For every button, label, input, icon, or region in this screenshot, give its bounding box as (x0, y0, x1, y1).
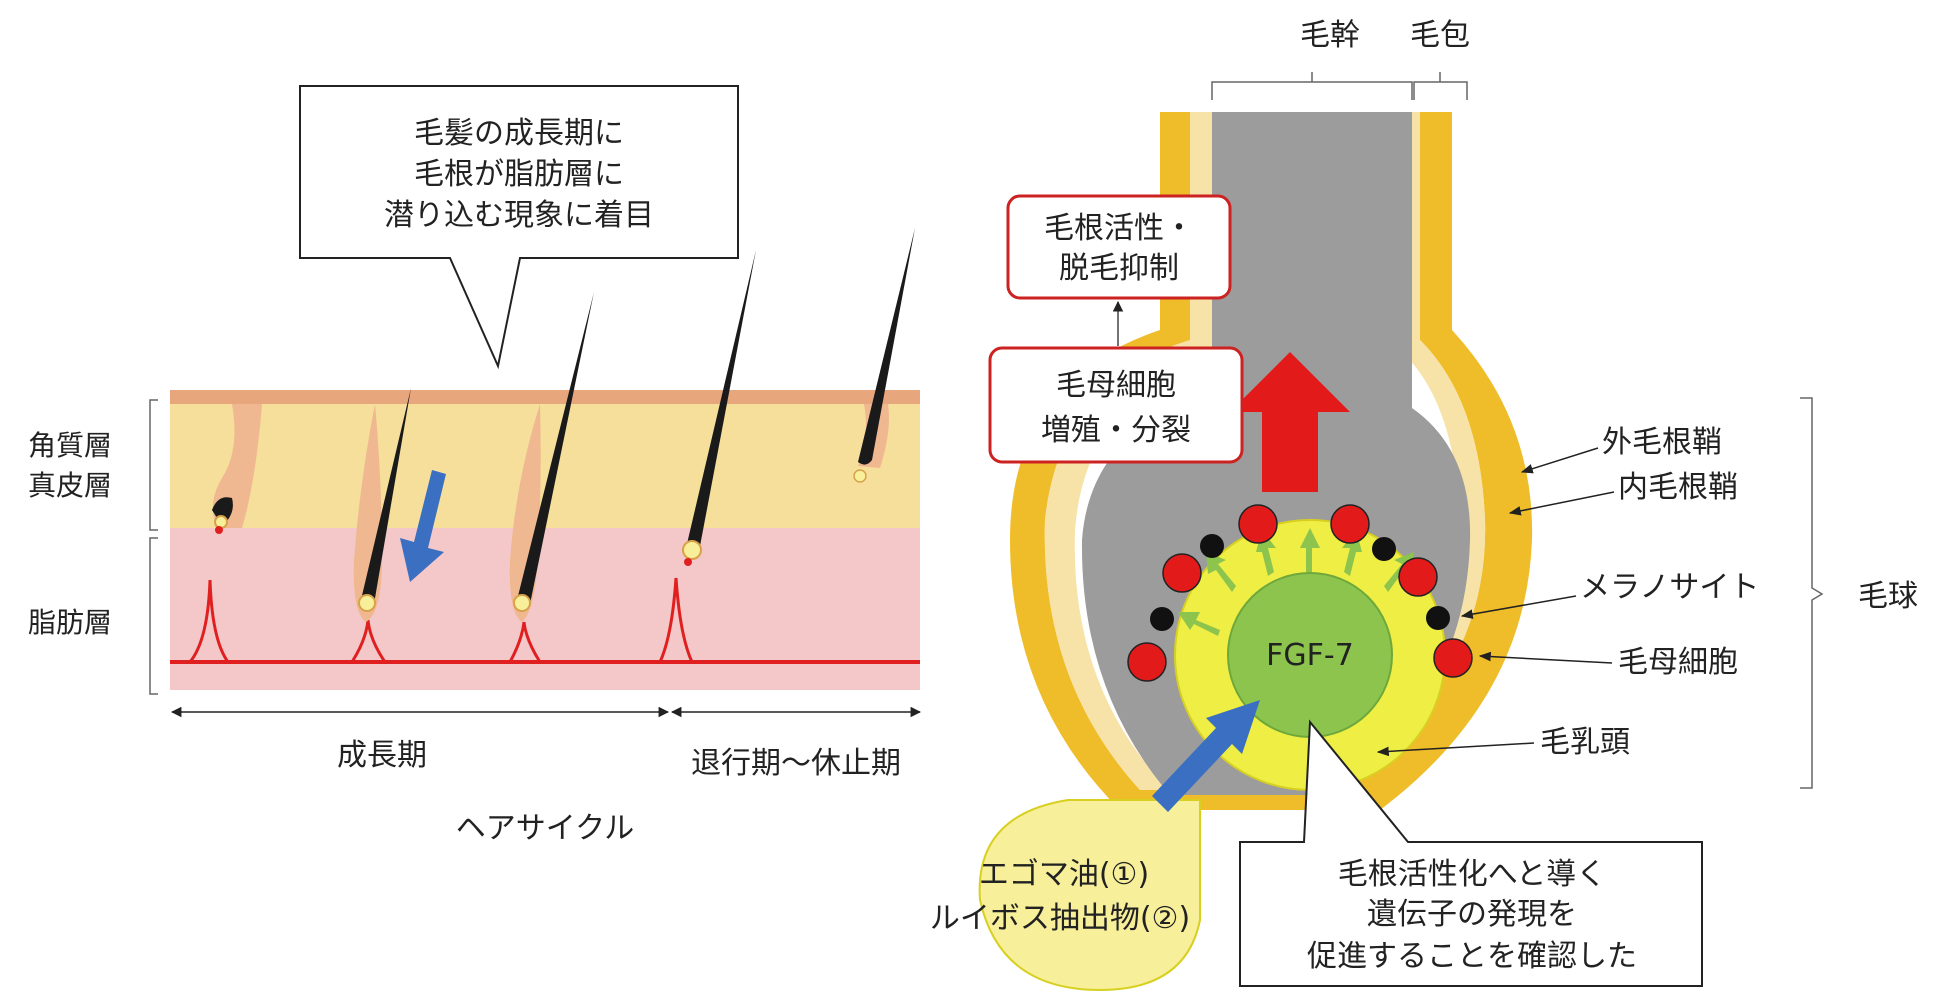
matrix-cell (1238, 504, 1278, 544)
label-inner-root-sheath: 内毛根鞘 (1618, 470, 1738, 505)
layer-brackets (149, 399, 158, 695)
callout-line-1: 毛髪の成長期に (414, 116, 624, 151)
vessel-branch (366, 619, 387, 663)
papilla-dot (684, 558, 692, 566)
hair-strand (686, 250, 756, 551)
outer-sheath-leader (1520, 447, 1599, 474)
vessel-branch (674, 577, 694, 663)
label-fat-layer: 脂肪層 (28, 606, 112, 639)
hair-follicle-growth-2 (509, 292, 594, 622)
vessel-branch (658, 577, 678, 663)
melanocyte-leader (1460, 595, 1577, 619)
label-hair-shaft: 毛幹 (1300, 18, 1360, 53)
callout-line-3: 潜り込む現象に着目 (384, 198, 654, 233)
proliferation-line-1: 毛母細胞 (1056, 368, 1176, 403)
label-follicle: 毛包 (1410, 18, 1470, 53)
follicle-brace (1413, 72, 1468, 100)
hair-follicle-regression (682, 250, 756, 566)
skin-cross-section (170, 228, 920, 690)
hair-strand (516, 292, 594, 607)
activity-line-1: 毛根活性・ (1044, 211, 1194, 246)
hair-follicle-early (212, 497, 233, 534)
label-outer-root-sheath: 外毛根鞘 (1602, 425, 1722, 460)
papilla-leader (1376, 742, 1535, 757)
label-growth-factor: FGF-7 (1266, 638, 1354, 673)
matrix-cell (1162, 553, 1202, 593)
extract-blob (978, 799, 1201, 992)
matrix-cell (1127, 642, 1167, 682)
fat-layer (170, 528, 920, 690)
label-papilla: 毛乳頭 (1540, 725, 1630, 760)
proliferation-box: 毛母細胞 増殖・分裂 (988, 346, 1244, 464)
dermal-fold (212, 404, 262, 528)
hair-strand (360, 388, 411, 607)
matrix-cell (1330, 504, 1370, 544)
matrix-cell (1398, 557, 1438, 597)
matrix-cells (1127, 504, 1473, 682)
result-line-3: 促進することを確認した (1307, 939, 1637, 974)
blood-vessels (170, 577, 920, 664)
extract-line-1: エゴマ油(①) (979, 857, 1149, 892)
follicle-bulb (214, 515, 228, 529)
blue-diagonal-arrow (1152, 700, 1260, 812)
result-line-2: 遺伝子の発現を (1367, 897, 1577, 932)
label-regression-phase: 退行期〜休止期 (691, 746, 901, 781)
melanocyte (1200, 534, 1224, 558)
green-arrow (1206, 552, 1236, 592)
callout-line-2: 毛根が脂肪層に (414, 157, 624, 192)
follicle-bulb (682, 540, 702, 560)
inner-sheath-leader (1508, 491, 1615, 516)
green-arrow (1178, 612, 1220, 636)
activity-line-2: 脱毛抑制 (1059, 251, 1179, 286)
bulb-brace (1800, 397, 1824, 789)
hair-follicle-resting (853, 228, 915, 483)
red-up-arrow (1230, 352, 1350, 492)
shaft-brace (1211, 72, 1413, 100)
matrix-cell (1433, 638, 1473, 678)
vessel-branch (522, 621, 542, 663)
melanocyte (1150, 607, 1174, 631)
follicle-bulb (513, 594, 531, 612)
label-keratin-layer: 角質層 (28, 429, 112, 462)
keratin-layer (170, 390, 920, 404)
hair-strand (858, 228, 915, 465)
vessel-branch (208, 579, 230, 663)
result-box: 毛根活性化へと導く 遺伝子の発現を 促進することを確認した (1239, 719, 1703, 987)
follicle-bulb (358, 594, 376, 612)
activity-box: 毛根活性・ 脱毛抑制 (1006, 194, 1232, 300)
callout-box: 毛髪の成長期に 毛根が脂肪層に 潜り込む現象に着目 (299, 85, 739, 370)
melanocyte (1426, 606, 1450, 630)
hair-follicle-growth (353, 388, 411, 622)
matrix-cell-leader (1478, 651, 1613, 664)
extract-line-2: ルイボス抽出物(②) (930, 901, 1190, 936)
label-hair-cycle: ヘアサイクル (456, 811, 635, 846)
label-melanocyte: メラノサイト (1580, 570, 1759, 605)
result-line-1: 毛根活性化へと導く (1338, 857, 1607, 892)
papilla-dot (215, 526, 223, 534)
label-matrix-cell: 毛母細胞 (1618, 645, 1738, 680)
green-arrow (1300, 528, 1320, 572)
melanocyte (1372, 537, 1396, 561)
label-growth-phase: 成長期 (337, 738, 427, 773)
follicle-bulb (853, 469, 867, 483)
melanocytes (1150, 534, 1450, 631)
label-bulb: 毛球 (1858, 579, 1918, 614)
proliferation-line-2: 増殖・分裂 (1041, 413, 1191, 448)
label-dermis-layer: 真皮層 (28, 469, 112, 502)
blue-down-arrow (400, 470, 446, 582)
